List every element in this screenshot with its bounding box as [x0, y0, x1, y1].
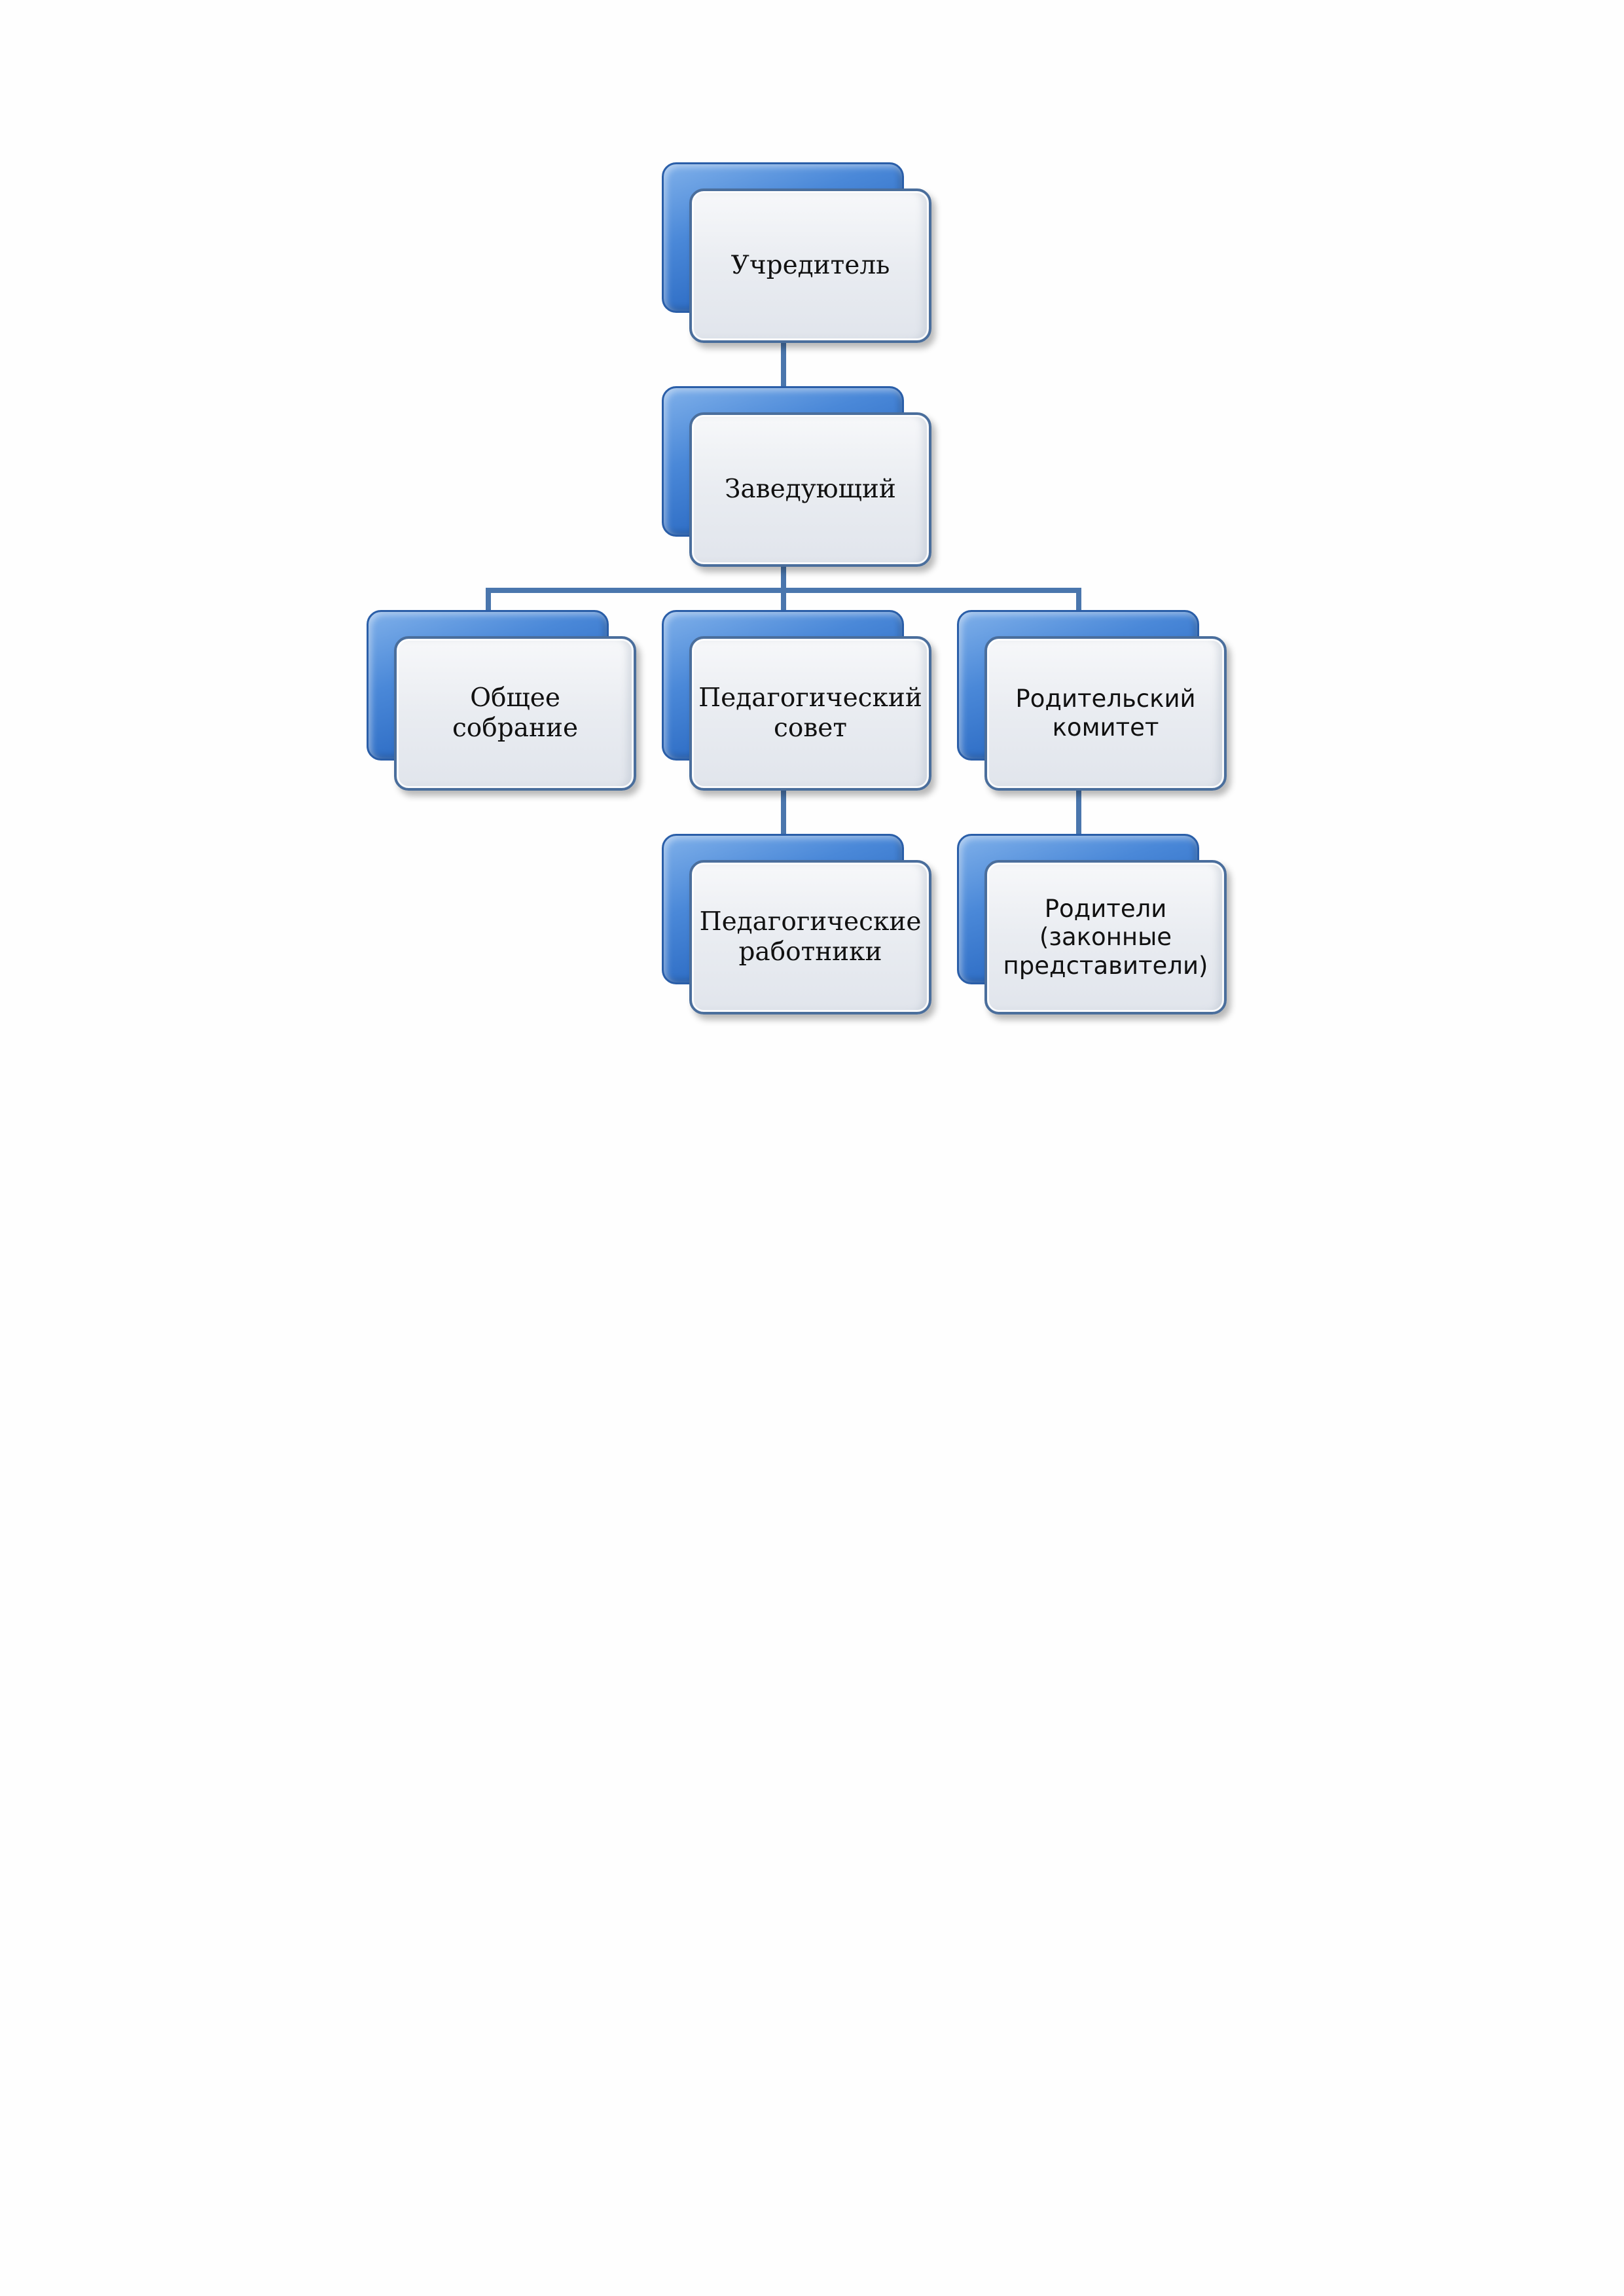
- node-label-parents: Родители (законные представители): [1003, 894, 1208, 980]
- node-label-pedagogical-staff: Педагогические работники: [699, 906, 922, 967]
- node-pedagogical-council: Педагогический совет: [662, 610, 931, 791]
- node-front-panel: Учредитель: [689, 188, 931, 343]
- node-label-general-assembly: Общее собрание: [452, 683, 579, 743]
- node-head: Заведующий: [662, 386, 931, 567]
- node-pedagogical-staff: Педагогические работники: [662, 834, 931, 1014]
- node-parents: Родители (законные представители): [957, 834, 1227, 1014]
- node-front-panel: Родительский комитет: [984, 636, 1227, 791]
- node-front-panel: Заведующий: [689, 412, 931, 567]
- node-front-panel: Общее собрание: [394, 636, 636, 791]
- node-founder: Учредитель: [662, 162, 931, 343]
- node-label-founder: Учредитель: [731, 250, 890, 280]
- node-front-panel: Педагогические работники: [689, 860, 931, 1014]
- node-general-assembly: Общее собрание: [367, 610, 636, 791]
- node-label-parent-committee: Родительский комитет: [1015, 685, 1196, 742]
- node-front-panel: Педагогический совет: [689, 636, 931, 791]
- node-front-panel: Родители (законные представители): [984, 860, 1227, 1014]
- node-parent-committee: Родительский комитет: [957, 610, 1227, 791]
- node-label-pedagogical-council: Педагогический совет: [698, 683, 922, 743]
- node-label-head: Заведующий: [725, 474, 896, 504]
